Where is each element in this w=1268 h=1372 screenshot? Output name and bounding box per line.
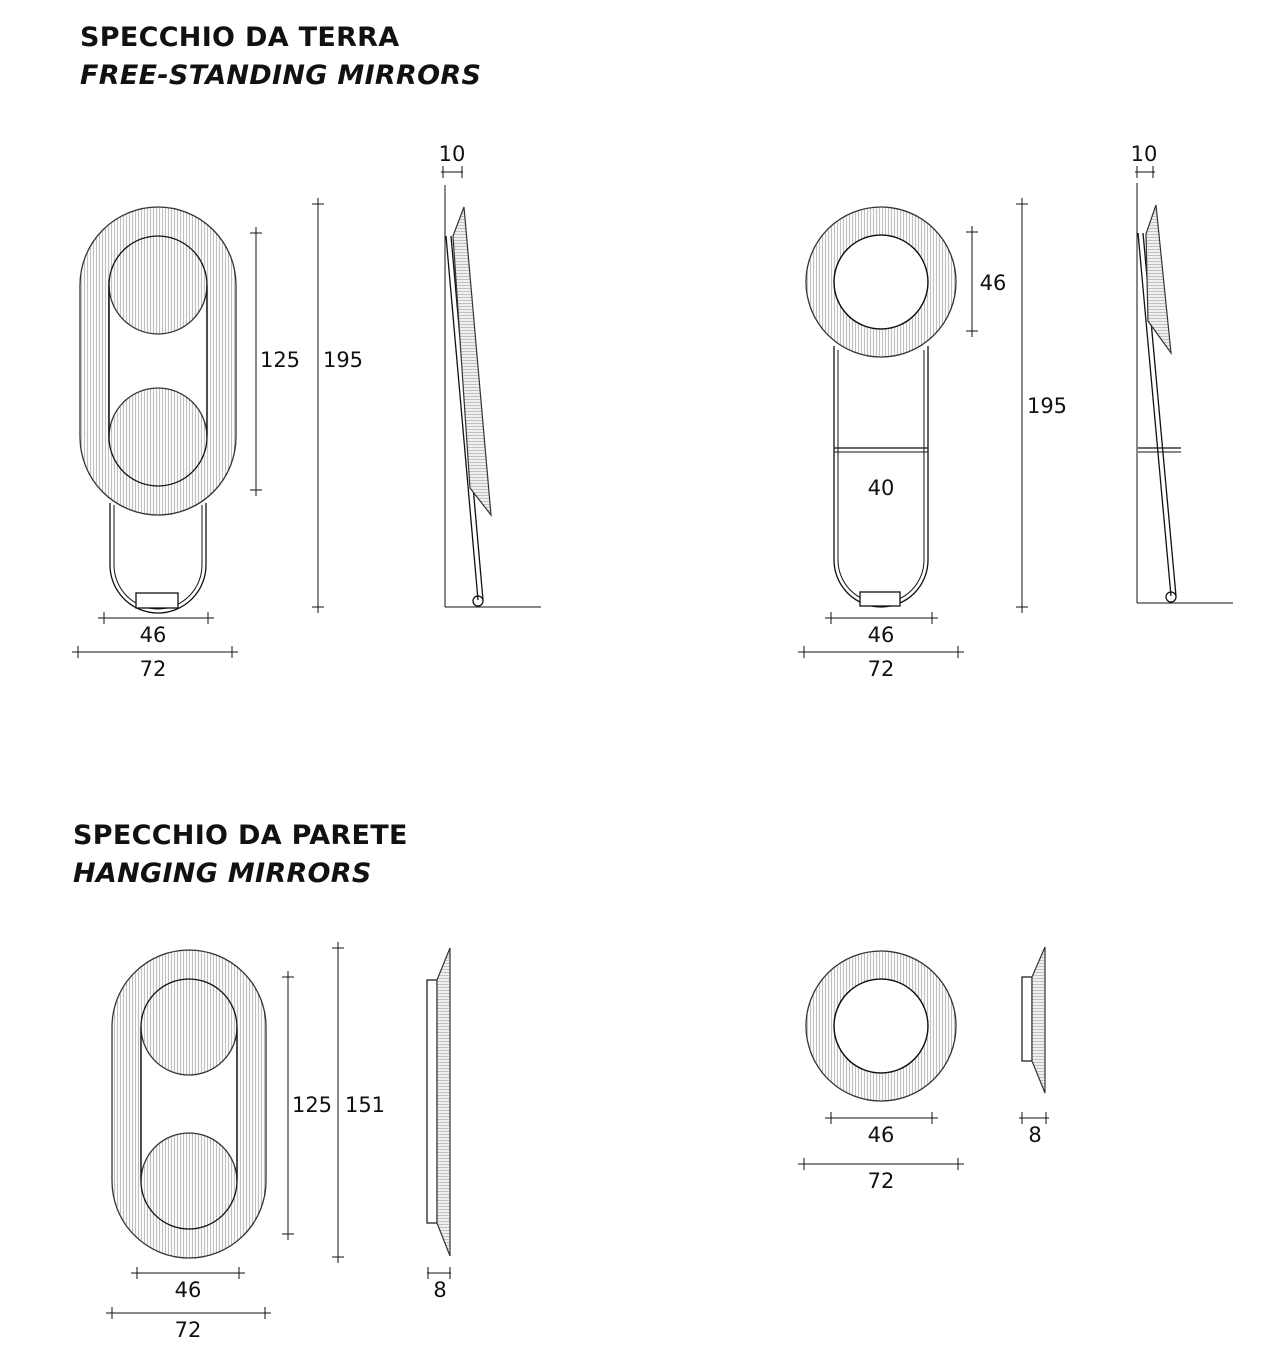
oval-frame	[79, 206, 237, 516]
stand-foot	[472, 595, 484, 607]
dim-label: 46	[980, 271, 1007, 295]
dim-label: 8	[433, 1278, 446, 1302]
section-floor-heading: SPECCHIO DA TERRA FREE-STANDING MIRRORS	[80, 19, 481, 95]
dim-label: 72	[868, 657, 895, 681]
oval-inner-edge	[140, 978, 238, 1230]
dim-label: 40	[868, 476, 895, 500]
round-inner-edge	[833, 234, 929, 330]
section-title: SPECCHIO DA PARETE	[73, 820, 408, 851]
stand-foot	[1165, 591, 1177, 603]
dim-label: 10	[439, 142, 466, 166]
dim-label: 195	[1027, 394, 1067, 418]
floor-oval-side-view: 10	[439, 142, 541, 608]
stand-leg	[1137, 232, 1172, 597]
stand-base	[135, 592, 179, 609]
stand-base	[859, 591, 901, 607]
dim-label: 72	[140, 657, 167, 681]
section-subtitle: FREE-STANDING MIRRORS	[80, 60, 482, 91]
oval-stand-loop-inner	[113, 505, 203, 610]
wall-bracket	[1021, 976, 1033, 1062]
dim-label: 125	[292, 1093, 332, 1117]
wall-round-front-view: 46 72	[798, 950, 964, 1193]
dim-label: 46	[140, 623, 167, 647]
mirror-side-profile	[1145, 204, 1172, 356]
floor-oval-front-view: 125 195 46 72	[72, 198, 363, 681]
round-inner-edge	[833, 978, 929, 1074]
dim-label: 151	[345, 1093, 385, 1117]
dim-label: 72	[868, 1169, 895, 1193]
round-stand-frame	[833, 346, 929, 608]
dim-label: 10	[1131, 142, 1158, 166]
oval-frame	[111, 949, 267, 1259]
floor-round-front-view: 40 46 195 46 72	[798, 198, 1067, 681]
wall-bracket	[426, 979, 438, 1224]
mirror-side-profile	[452, 206, 492, 517]
section-subtitle: HANGING MIRRORS	[73, 858, 372, 889]
dim-label: 46	[175, 1278, 202, 1302]
dim-label: 8	[1028, 1123, 1041, 1147]
dim-label: 46	[868, 623, 895, 647]
wall-oval-front-view: 125 151 46 72	[106, 942, 385, 1342]
dim-label: 46	[868, 1123, 895, 1147]
wall-oval-side-view: 8	[426, 947, 451, 1302]
round-frame	[805, 950, 957, 1102]
floor-round-side-view: 10	[1131, 142, 1233, 604]
oval-stand-loop	[109, 503, 207, 614]
oval-inner-edge	[108, 235, 208, 487]
dim-label: 125	[260, 348, 300, 372]
round-frame	[805, 206, 957, 358]
section-title: SPECCHIO DA TERRA	[80, 22, 400, 53]
dim-label: 72	[175, 1318, 202, 1342]
wall-round-side-view: 8	[1019, 946, 1049, 1147]
mirror-side-profile	[1031, 946, 1046, 1094]
section-wall-heading: SPECCHIO DA PARETE HANGING MIRRORS	[73, 817, 408, 893]
dim-label: 195	[323, 348, 363, 372]
stand-leg	[445, 235, 479, 601]
mirror-side-profile	[436, 947, 451, 1257]
